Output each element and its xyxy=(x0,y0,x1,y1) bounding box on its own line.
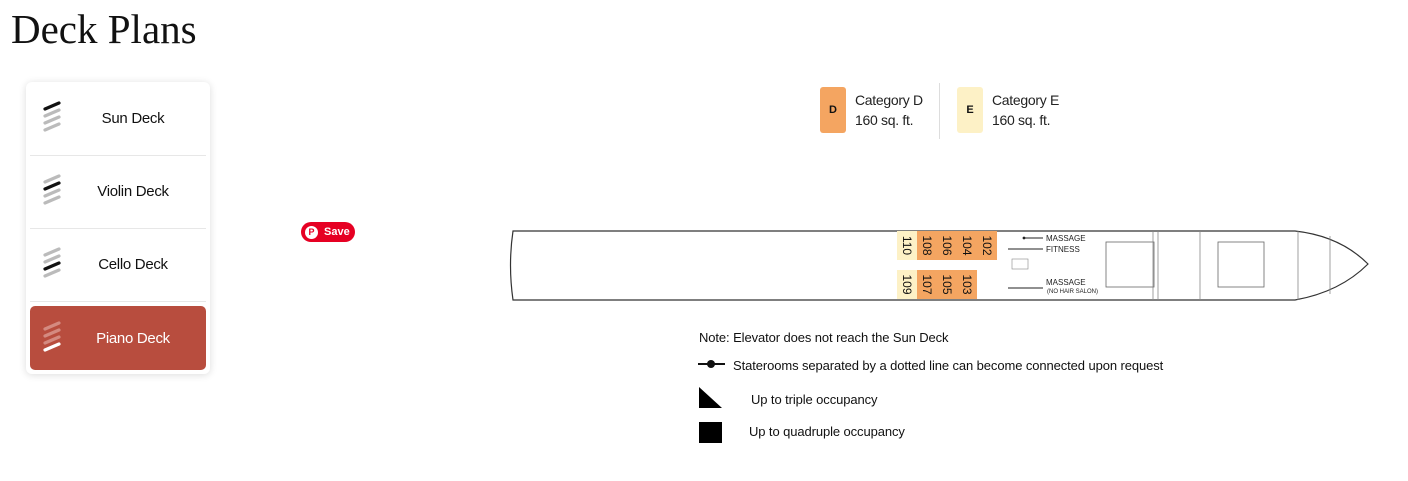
deck-menu: Sun Deck Violin Deck Cello Deck xyxy=(26,82,210,374)
triple-occupancy-icon xyxy=(699,387,722,408)
deck-label: Cello Deck xyxy=(98,255,168,273)
triple-note: Up to triple occupancy xyxy=(751,392,878,407)
stateroom-number: 110 xyxy=(900,236,914,255)
amenity-massage: MASSAGE xyxy=(1046,234,1086,243)
quadruple-occupancy-icon xyxy=(699,422,722,443)
stateroom-105[interactable] xyxy=(937,270,957,299)
stateroom-102[interactable] xyxy=(977,231,997,260)
category-e-size: 160 sq. ft. xyxy=(992,112,1051,128)
stateroom-108[interactable] xyxy=(917,231,937,260)
category-e-text: Category E 160 sq. ft. xyxy=(992,90,1059,130)
deck-label: Violin Deck xyxy=(97,182,169,200)
category-d-size: 160 sq. ft. xyxy=(855,112,914,128)
divider xyxy=(30,155,206,156)
category-d: D Category D 160 sq. ft. xyxy=(820,87,923,133)
stateroom-109[interactable] xyxy=(897,270,917,299)
divider xyxy=(30,228,206,229)
stateroom-number: 107 xyxy=(920,274,934,294)
save-label: Save xyxy=(324,226,350,238)
stateroom-number: 105 xyxy=(940,274,954,294)
pinterest-save-button[interactable]: P Save xyxy=(301,222,355,242)
quadruple-note: Up to quadruple occupancy xyxy=(749,424,905,439)
staterooms: 110 108 106 104 102 109 107 105 103 xyxy=(897,231,997,299)
stateroom-number: 103 xyxy=(960,274,974,294)
deck-level-icon xyxy=(43,174,61,205)
amenity-fitness: FITNESS xyxy=(1046,245,1080,254)
amenity-massage-note: (NO HAIR SALON) xyxy=(1047,289,1098,295)
amenity-massage-bottom: MASSAGE xyxy=(1046,278,1086,287)
page-title: Deck Plans xyxy=(11,6,197,52)
deck-label: Sun Deck xyxy=(101,109,165,127)
deck-item-piano[interactable]: Piano Deck xyxy=(30,306,206,370)
ship-deck-plan: 110 108 106 104 102 109 107 105 103 MASSAGE FITN… xyxy=(509,230,1369,301)
deck-label: Piano Deck xyxy=(96,329,170,347)
divider xyxy=(30,301,206,302)
category-e: E Category E 160 sq. ft. xyxy=(957,87,1059,133)
category-d-name: Category D xyxy=(855,92,923,108)
stateroom-107[interactable] xyxy=(917,270,937,299)
category-e-name: Category E xyxy=(992,92,1060,108)
ship-structure xyxy=(1217,241,1265,288)
category-d-swatch: D xyxy=(820,87,846,133)
stateroom-106[interactable] xyxy=(937,231,957,260)
deck-item-cello[interactable]: Cello Deck xyxy=(30,232,206,296)
stateroom-103[interactable] xyxy=(957,270,977,299)
connector-icon xyxy=(698,360,725,368)
deck-level-icon xyxy=(43,321,61,352)
stateroom-number: 102 xyxy=(980,235,994,255)
deck-item-violin[interactable]: Violin Deck xyxy=(30,159,206,223)
ship-structure xyxy=(1105,241,1155,288)
deck-level-icon xyxy=(43,247,61,278)
category-separator xyxy=(939,83,940,139)
stateroom-104[interactable] xyxy=(957,231,977,260)
category-d-text: Category D 160 sq. ft. xyxy=(855,90,923,130)
connected-note: Staterooms separated by a dotted line ca… xyxy=(733,358,1164,373)
elevator-note: Note: Elevator does not reach the Sun De… xyxy=(699,330,949,345)
stateroom-110[interactable] xyxy=(897,231,917,260)
stateroom-number: 104 xyxy=(960,235,974,255)
stateroom-number: 106 xyxy=(940,235,954,255)
deck-item-sun[interactable]: Sun Deck xyxy=(30,86,206,150)
pinterest-icon: P xyxy=(305,225,318,239)
category-e-swatch: E xyxy=(957,87,983,133)
deck-level-icon xyxy=(43,101,61,132)
stateroom-number: 109 xyxy=(900,274,914,294)
stateroom-number: 108 xyxy=(920,235,934,255)
